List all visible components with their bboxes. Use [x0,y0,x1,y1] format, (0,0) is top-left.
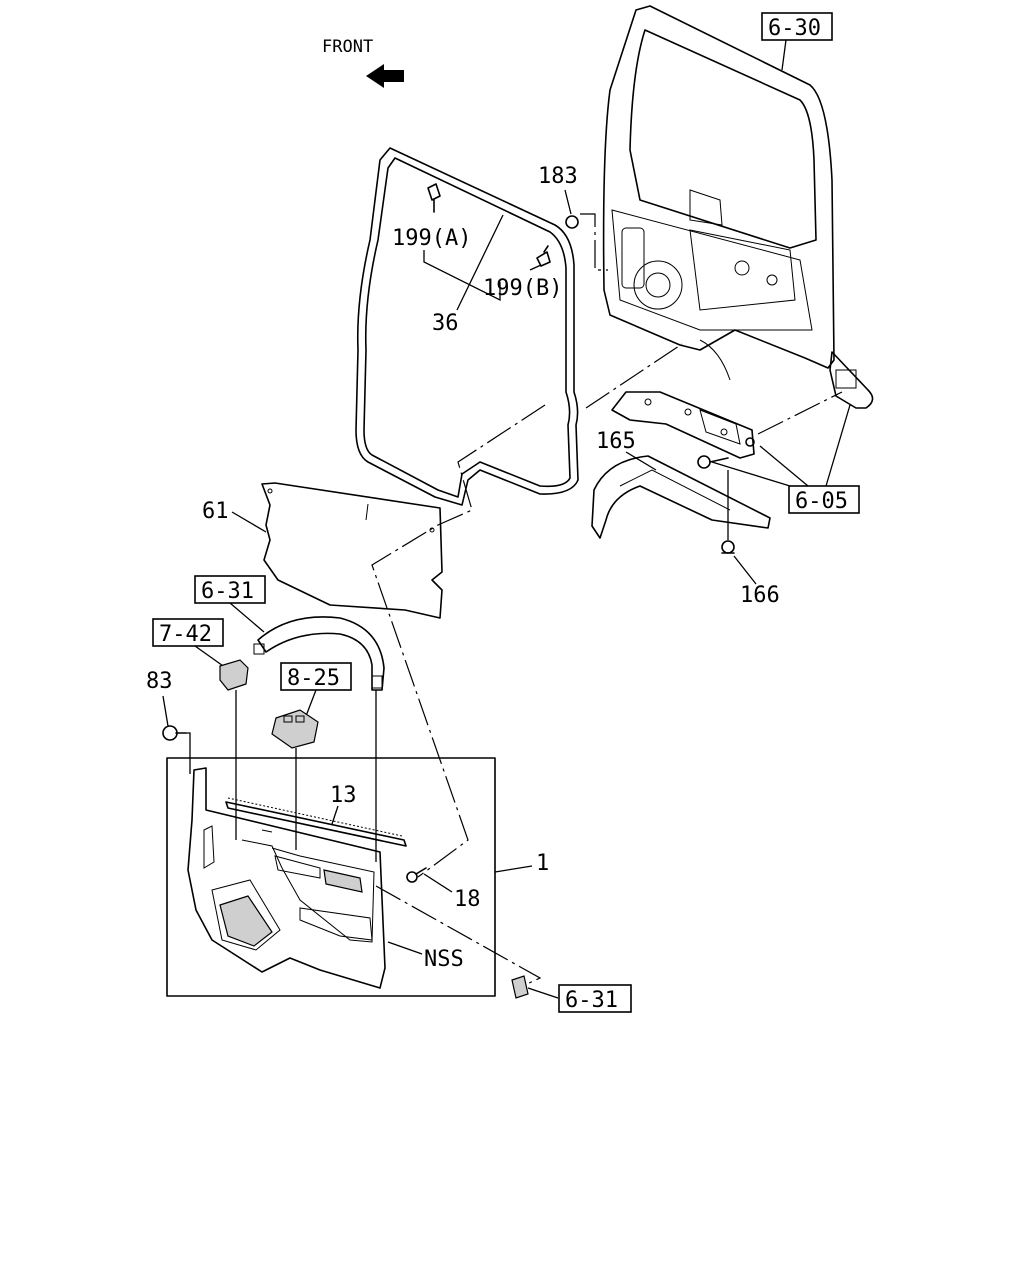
clip-199b [536,245,551,267]
callout-box-pocket [558,984,632,1013]
callout-door-frame: 6-30 [768,16,821,41]
callout-box-switch-left [152,618,224,647]
callout-belt-molding: 13 [330,783,357,808]
front-label: FRONT [322,37,373,57]
callout-screw-18: 18 [454,887,481,912]
end-cap [829,351,874,409]
callout-plug: 183 [538,164,578,189]
assist-grip [253,616,385,691]
callout-pocket: 6-31 [565,988,618,1013]
callout-window-switch: 8-25 [287,666,340,691]
callout-trim-assembly: 1 [536,851,549,876]
window-switch [271,709,319,749]
callout-box-door-frame [761,12,833,41]
front-arrow-icon [366,64,404,88]
screw-83 [162,725,187,741]
trim-assembly-box [166,757,496,997]
callout-screw-83: 83 [146,669,173,694]
bolt-hinge [697,437,755,469]
belt-molding [225,797,407,847]
screw-18 [406,867,427,883]
callout-box-hinge [788,485,860,514]
callout-clip-166: 166 [740,583,780,608]
weatherstrip [355,147,579,506]
callout-hinge: 6-05 [795,489,848,514]
callout-step-cover: 165 [596,429,636,454]
callout-switch-left: 7-42 [159,622,212,647]
clip-166 [721,540,735,554]
switch-7-42 [219,659,249,691]
callout-clip-b: 199(B) [483,276,562,301]
step-cover [591,455,771,539]
callout-grip: 6-31 [201,579,254,604]
water-shield [261,482,443,619]
door-trim-panel [187,767,386,989]
pocket-part [511,975,529,999]
callout-water-shield: 61 [202,499,229,524]
callout-box-grip [194,575,266,604]
clip-199a [427,183,441,213]
callout-clip-a: 199(A) [392,226,471,251]
callout-box-window-switch [280,662,352,691]
hinge-bracket [611,391,755,459]
door-frame [602,5,835,381]
plug-183 [565,215,579,229]
callout-weatherstrip: 36 [432,311,459,336]
callout-nss: NSS [424,947,464,972]
